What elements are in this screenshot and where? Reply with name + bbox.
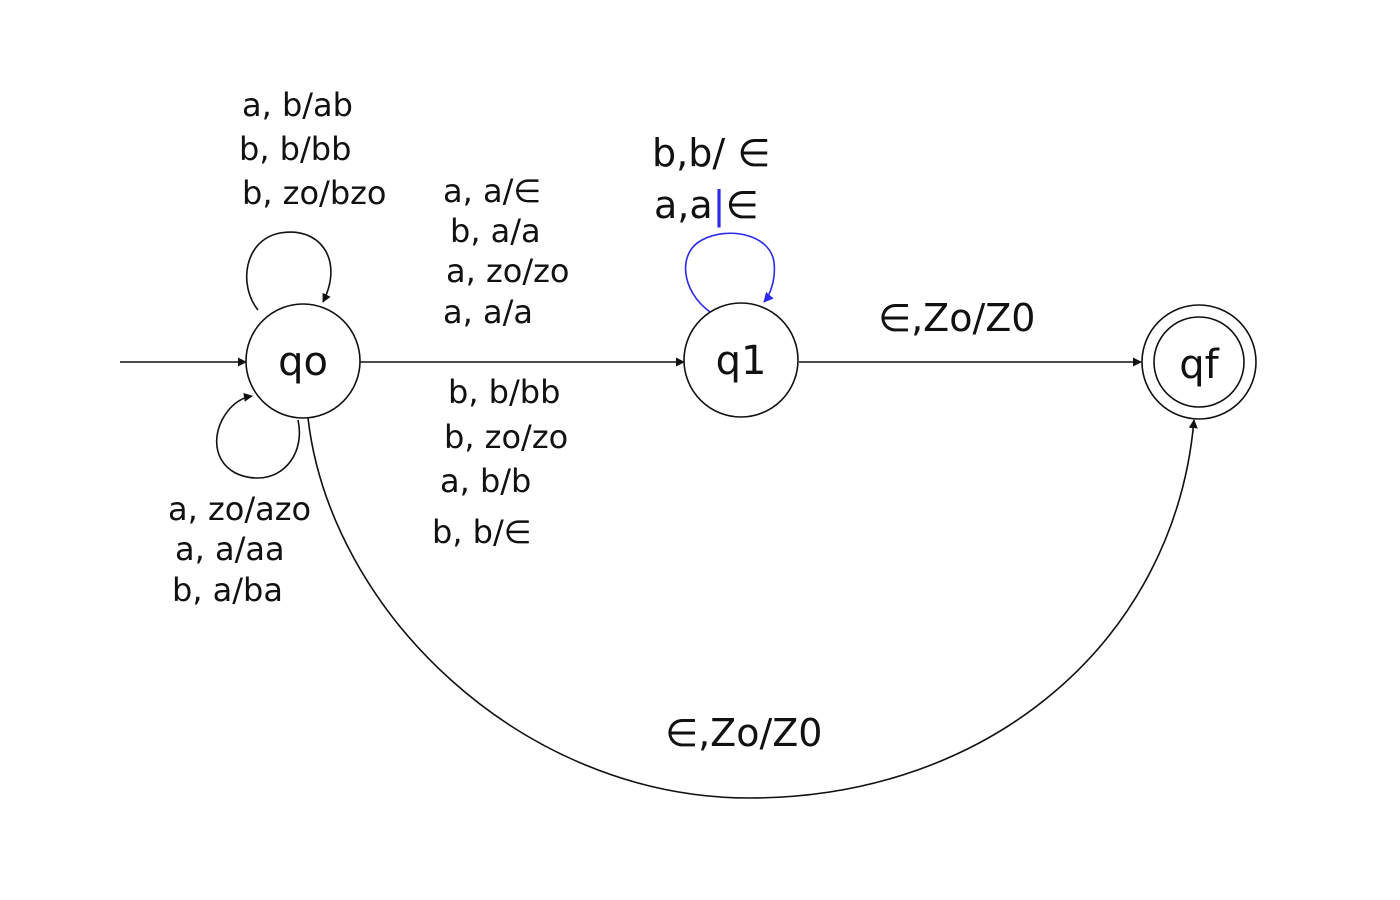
transition-label: a, b/ab [242, 86, 353, 124]
state-q0-label: qo [278, 339, 328, 385]
q1-loop-labels: b,b/ ∈ a,a|∈ [652, 131, 770, 228]
transition-label-composite: a,a|∈ [654, 183, 759, 228]
state-q1-circle [683, 302, 799, 418]
transition-label: a, b/b [440, 462, 531, 500]
state-q1: q1 [683, 302, 799, 418]
q0-to-qf-arc [307, 417, 1198, 799]
q0-to-q1-labels-above: a, a/∈ b, a/a a, zo/zo a, a/a [443, 172, 569, 331]
state-q1-label: q1 [716, 338, 767, 384]
transition-label: b, a/a [450, 212, 541, 250]
q0-loop-bottom [215, 392, 301, 479]
transition-label: b, a/ba [172, 571, 283, 609]
state-q0-circle [245, 303, 361, 419]
transition-label-part: a,a [654, 183, 713, 227]
q1-loop [684, 232, 776, 313]
transition-label: a, a/a [443, 293, 533, 331]
transition-label: b, b/bb [448, 373, 560, 411]
transition-label: b,b/ ∈ [652, 131, 770, 175]
q0-loop-top-labels: a, b/ab b, b/bb b, zo/bzo [239, 86, 387, 212]
transition-label: a, a/∈ [443, 172, 541, 210]
transition-label: a, zo/azo [168, 490, 311, 528]
transition-label: b, zo/zo [444, 418, 568, 456]
state-q0: qo [245, 303, 361, 419]
q0-to-q1-labels-below: b, b/bb b, zo/zo a, b/b b, b/∈ [432, 373, 568, 551]
transition-label: a, a/aa [175, 530, 285, 568]
transition-label: b, b/∈ [432, 513, 532, 551]
q0-loop-top [245, 231, 332, 311]
state-qf-label: qf [1179, 342, 1219, 388]
q0-to-qf-label: ∈,Zo/Z0 [665, 711, 822, 755]
transition-separator: | [713, 183, 726, 228]
transition-label: a, zo/zo [446, 252, 569, 290]
transition-label: b, zo/bzo [242, 174, 387, 212]
q1-to-qf-label: ∈,Zo/Z0 [878, 296, 1035, 340]
transition-label-part: ∈ [725, 183, 758, 227]
state-qf-inner-circle [1153, 316, 1245, 408]
q0-loop-bottom-labels: a, zo/azo a, a/aa b, a/ba [168, 490, 311, 609]
state-qf: qf [1141, 304, 1257, 420]
transition-label: b, b/bb [239, 130, 351, 168]
